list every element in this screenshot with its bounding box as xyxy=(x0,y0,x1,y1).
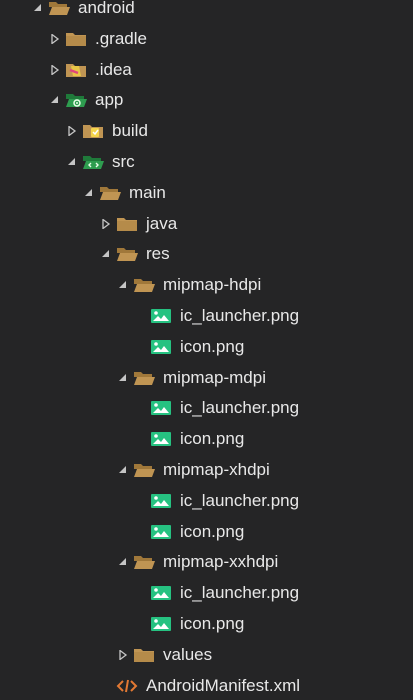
image-file-icon xyxy=(150,399,172,417)
folder-open-icon xyxy=(133,276,155,294)
tree-item-ic-launcher-png[interactable]: ic_launcher.png xyxy=(0,301,413,331)
tree-item-ic-launcher-png[interactable]: ic_launcher.png xyxy=(0,393,413,423)
tree-item-label: main xyxy=(129,182,166,202)
app-folder-icon xyxy=(65,91,87,109)
tree-item-label: mipmap-mdpi xyxy=(163,367,266,387)
tree-item-label: android xyxy=(78,0,135,17)
chevron-right-icon[interactable] xyxy=(116,640,130,670)
tree-item-label: icon.png xyxy=(180,429,245,449)
chevron-down-icon[interactable] xyxy=(116,270,130,300)
tree-item-values[interactable]: values xyxy=(0,640,413,670)
tree-item-icon-png[interactable]: icon.png xyxy=(0,609,413,639)
tree-item-label: app xyxy=(95,90,124,110)
chevron-down-icon[interactable] xyxy=(116,455,130,485)
tree-item-label: mipmap-hdpi xyxy=(163,275,262,295)
image-file-icon xyxy=(150,584,172,602)
chevron-down-icon[interactable] xyxy=(82,178,96,208)
folder-open-icon xyxy=(116,245,138,263)
tree-item-icon-png[interactable]: icon.png xyxy=(0,332,413,362)
chevron-down-icon[interactable] xyxy=(116,363,130,393)
chevron-down-icon[interactable] xyxy=(65,147,79,177)
tree-item-label: res xyxy=(146,244,170,264)
chevron-right-icon[interactable] xyxy=(65,116,79,146)
folder-icon xyxy=(133,646,155,664)
tree-item-mipmap-xhdpi[interactable]: mipmap-xhdpi xyxy=(0,455,413,485)
tree-item-label: icon.png xyxy=(180,521,245,541)
folder-open-icon xyxy=(133,461,155,479)
tree-item-label: ic_launcher.png xyxy=(180,583,300,603)
tree-item-label: AndroidManifest.xml xyxy=(146,675,301,695)
tree-item-label: mipmap-xhdpi xyxy=(163,460,270,479)
tree-item-mipmap-hdpi[interactable]: mipmap-hdpi xyxy=(0,270,413,300)
folder-open-icon xyxy=(48,0,70,17)
folder-open-icon xyxy=(99,184,121,202)
tree-item-label: icon.png xyxy=(180,614,245,633)
tree-item--gradle[interactable]: .gradle xyxy=(0,24,413,54)
tree-item-label: src xyxy=(112,152,135,171)
tree-item-mipmap-xxhdpi[interactable]: mipmap-xxhdpi xyxy=(0,547,413,577)
image-file-icon xyxy=(150,338,172,356)
image-file-icon xyxy=(150,615,172,633)
tree-item-label: ic_launcher.png xyxy=(180,306,300,325)
chevron-down-icon[interactable] xyxy=(31,0,45,23)
tree-item-label: icon.png xyxy=(180,336,245,356)
tree-item-label: java xyxy=(146,213,178,233)
image-file-icon xyxy=(150,523,172,541)
build-folder-icon xyxy=(82,122,104,140)
tree-item-android[interactable]: android xyxy=(0,0,413,23)
chevron-down-icon[interactable] xyxy=(116,547,130,577)
tree-item-label: .gradle xyxy=(95,28,147,48)
tree-item-res[interactable]: res xyxy=(0,239,413,269)
tree-item-ic-launcher-png[interactable]: ic_launcher.png xyxy=(0,578,413,608)
tree-item-java[interactable]: java xyxy=(0,209,413,239)
xml-file-icon xyxy=(116,677,138,695)
tree-item-mipmap-mdpi[interactable]: mipmap-mdpi xyxy=(0,363,413,393)
tree-item-main[interactable]: main xyxy=(0,178,413,208)
src-folder-icon xyxy=(82,153,104,171)
tree-item-label: ic_launcher.png xyxy=(180,490,300,510)
tree-item-label: .idea xyxy=(95,59,132,79)
image-file-icon xyxy=(150,307,172,325)
tree-item-src[interactable]: src xyxy=(0,147,413,177)
image-file-icon xyxy=(150,492,172,510)
tree-item-label: build xyxy=(112,121,148,141)
image-file-icon xyxy=(150,430,172,448)
chevron-down-icon[interactable] xyxy=(48,85,62,115)
tree-item-icon-png[interactable]: icon.png xyxy=(0,424,413,454)
tree-item-build[interactable]: build xyxy=(0,116,413,146)
tree-item-icon-png[interactable]: icon.png xyxy=(0,517,413,547)
folder-open-icon xyxy=(133,553,155,571)
tree-item-ic-launcher-png[interactable]: ic_launcher.png xyxy=(0,486,413,516)
tree-item--idea[interactable]: .idea xyxy=(0,55,413,85)
chevron-down-icon[interactable] xyxy=(99,239,113,269)
tree-item-app[interactable]: app xyxy=(0,85,413,115)
tree-item-label: values xyxy=(163,644,213,664)
chevron-right-icon[interactable] xyxy=(48,55,62,85)
tree-item-androidmanifest-xml[interactable]: AndroidManifest.xml xyxy=(0,671,413,700)
chevron-right-icon[interactable] xyxy=(48,24,62,54)
folder-icon xyxy=(116,215,138,233)
tree-item-label: ic_launcher.png xyxy=(180,398,300,418)
folder-icon xyxy=(65,30,87,48)
tree-item-label: mipmap-xxhdpi xyxy=(163,552,279,572)
folder-open-icon xyxy=(133,369,155,387)
idea-folder-icon xyxy=(65,61,87,79)
chevron-right-icon[interactable] xyxy=(99,209,113,239)
